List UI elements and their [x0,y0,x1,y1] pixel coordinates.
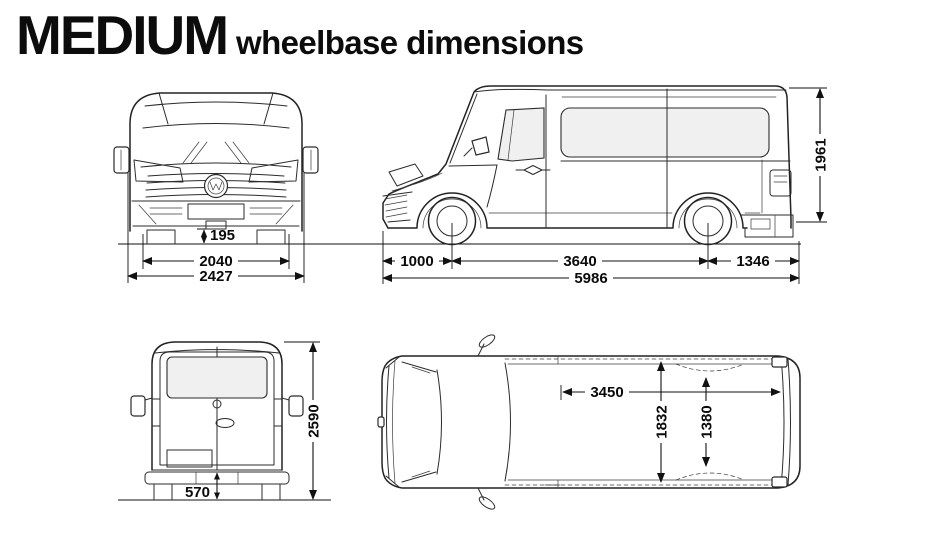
inner-wheel-arches [422,198,738,229]
roof-gutter-dashes [504,358,787,486]
left-taillight [151,398,161,427]
rear-license-plate [166,449,213,468]
rear-body-outline [151,341,283,471]
rear-tire [683,196,733,246]
right-taillight [273,398,283,427]
roof-edges [507,355,783,489]
dim-interior-width: 1832 [654,405,671,438]
rear-window [166,356,268,399]
top-mirror-arms [477,343,485,501]
top-nose-lines [385,356,437,488]
front-body-outline [129,92,303,232]
wheel-arch-dashes [675,363,745,481]
rear-rim [692,205,724,237]
front-wheels [146,229,286,245]
title-secondary: wheelbase dimensions [236,24,584,61]
door-window [497,107,545,162]
dim-ground-clearance: 195 [210,227,235,244]
page-title: MEDIUM wheelbase dimensions [16,8,584,63]
step-tread [750,218,771,230]
dim-rear-overhang: 1346 [736,253,769,270]
rear-door-seams [780,356,791,488]
dim-front-overhang: 1000 [400,253,433,270]
top-mirror-left [478,334,496,348]
side-bottom-arches [387,192,748,229]
door-seams [486,88,791,229]
left-mirror [113,146,130,174]
top-body-outline [381,355,801,489]
rear-wiper-pivot [212,399,222,409]
dim-bumper-height: 570 [185,484,210,501]
front-extension-lines [127,150,305,283]
rear-bumper-step [740,214,794,238]
rear-mirror-arms [144,397,290,401]
side-bumper-slats [384,172,443,218]
side-mirror-arm [463,147,473,157]
rear-right-mirror [288,395,304,417]
windshield-edges [436,362,511,482]
tow-hitch-cover [205,220,227,230]
rear-bumper-ticks [195,471,239,485]
top-mirror-right [478,496,496,510]
front-view: 195 2040 2427 [113,92,319,285]
dim-wheelbase: 3640 [563,253,596,270]
wiper-lines [182,141,250,164]
dim-overall-width: 2427 [199,268,232,285]
rear-door-handle [215,418,235,428]
tail-lamp [769,169,792,197]
right-mirror [302,146,319,174]
vw-logo-icon [203,173,229,199]
front-tire [427,196,477,246]
rear-hinge-top [771,356,788,368]
side-mirror [471,136,490,156]
door-handle [515,165,551,175]
front-rim [436,205,468,237]
side-headlight [382,163,424,223]
dim-between-arches: 1380 [699,405,716,438]
rear-hinge-bottom [771,476,788,488]
side-body-lines [448,88,787,167]
front-tow-point [377,416,385,428]
front-body-lines [131,92,301,227]
door-window-divider [507,109,515,161]
headlights [133,159,299,183]
cargo-window [560,107,770,158]
rear-wheels [153,483,281,501]
dim-load-length: 3450 [590,384,623,401]
dim-overall-length: 5986 [574,270,607,287]
tail-lamp-lines [773,175,788,183]
dim-rear-door-height: 1961 [813,138,830,171]
mirror-glass-lines [120,149,312,171]
dim-body-width: 2040 [199,253,232,270]
dim-overall-height: 2590 [306,404,323,437]
top-hood-lines [392,360,431,484]
top-view: 3450 1832 1380 [377,334,801,510]
title-primary: MEDIUM [16,4,229,66]
front-license-plate [187,203,245,220]
rear-view: 570 2590 [130,341,323,501]
side-view: 1961 1000 3640 1346 5986 [382,85,830,287]
side-trim-lines [488,96,777,214]
bumper-details [138,204,294,225]
rear-left-mirror [130,395,146,417]
